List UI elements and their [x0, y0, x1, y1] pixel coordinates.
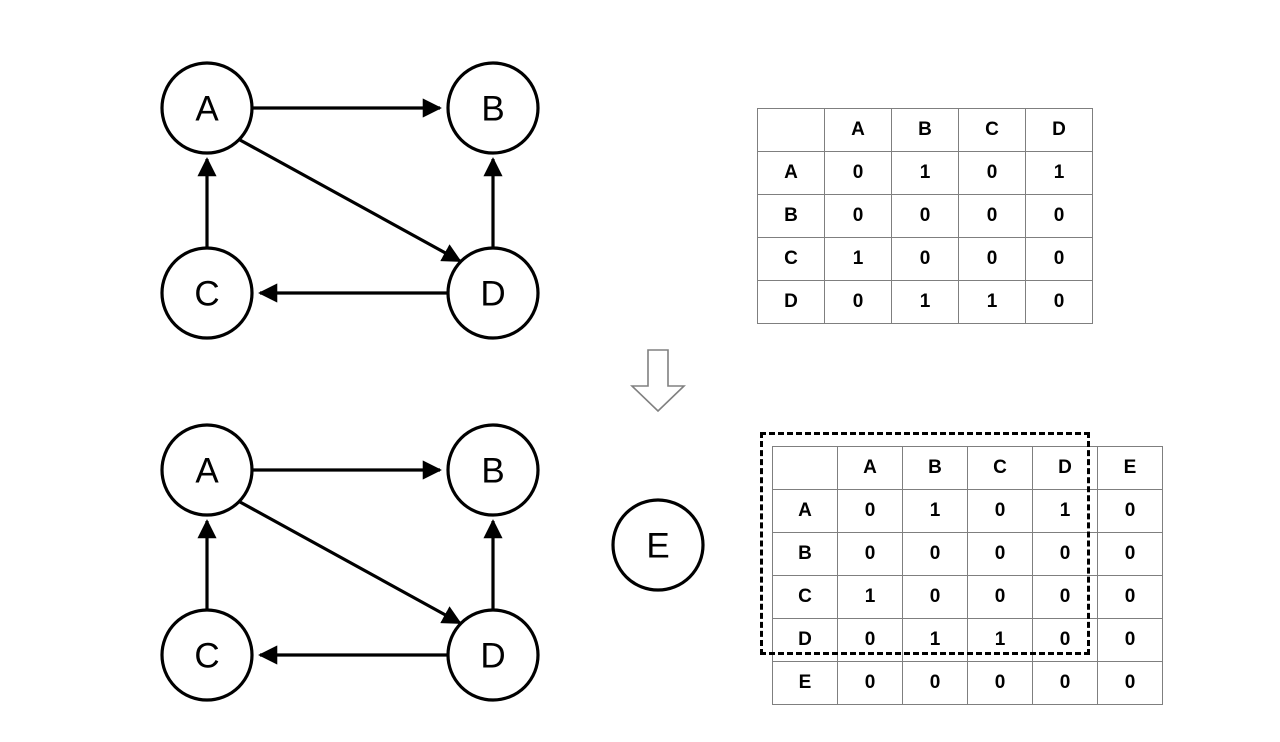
graph-node-b[interactable]: B — [446, 61, 540, 155]
matrix-corner-cell — [757, 108, 825, 152]
matrix-col-header-a: A — [837, 446, 903, 490]
flow-down-arrow-icon — [626, 348, 690, 414]
graph-node-c[interactable]: C — [160, 246, 254, 340]
graph-node-a-label: A — [195, 452, 219, 491]
matrix-cell-d-b: 1 — [902, 618, 968, 662]
matrix-cell-e-d: 0 — [1032, 661, 1098, 705]
matrix-row-header-b: B — [772, 532, 838, 576]
matrix-row-header-b: B — [757, 194, 825, 238]
matrix-cell-a-b: 1 — [902, 489, 968, 533]
matrix-cell-e-c: 0 — [967, 661, 1033, 705]
matrix-cell-c-e: 0 — [1097, 575, 1163, 619]
matrix-row: B 0 0 0 0 — [757, 194, 1093, 238]
matrix-cell-a-d: 1 — [1032, 489, 1098, 533]
matrix-row: A 0 1 0 1 0 — [772, 489, 1163, 533]
matrix-cell-c-b: 0 — [891, 237, 959, 281]
matrix-header-row: A B C D — [757, 108, 1093, 152]
matrix-col-header-d: D — [1032, 446, 1098, 490]
matrix-cell-d-d: 0 — [1025, 280, 1093, 324]
matrix-row-header-d: D — [772, 618, 838, 662]
matrix-cell-d-d: 0 — [1032, 618, 1098, 662]
matrix-cell-a-b: 1 — [891, 151, 959, 195]
matrix-col-header-b: B — [891, 108, 959, 152]
new-node-e-label: E — [646, 527, 669, 566]
matrix-row: B 0 0 0 0 0 — [772, 532, 1163, 576]
matrix-row: D 0 1 1 0 0 — [772, 618, 1163, 662]
matrix-cell-b-d: 0 — [1025, 194, 1093, 238]
matrix-cell-c-b: 0 — [902, 575, 968, 619]
edge-a-to-d — [239, 500, 462, 625]
matrix-header-row: A B C D E — [772, 446, 1163, 490]
matrix-col-header-e: E — [1097, 446, 1163, 490]
matrix-cell-c-a: 1 — [837, 575, 903, 619]
matrix-cell-d-a: 0 — [837, 618, 903, 662]
graph-node-d[interactable]: D — [446, 608, 540, 702]
matrix-cell-e-e: 0 — [1097, 661, 1163, 705]
matrix-row: C 1 0 0 0 — [757, 237, 1093, 281]
matrix-cell-d-b: 1 — [891, 280, 959, 324]
matrix-row-header-a: A — [772, 489, 838, 533]
matrix-cell-c-c: 0 — [967, 575, 1033, 619]
graph-node-b-label: B — [481, 90, 504, 129]
matrix-cell-c-d: 0 — [1032, 575, 1098, 619]
graph-node-c-label: C — [194, 637, 219, 676]
graph-node-d[interactable]: D — [446, 246, 540, 340]
graph-node-c-label: C — [194, 275, 219, 314]
matrix-cell-c-d: 0 — [1025, 237, 1093, 281]
graph-node-a-label: A — [195, 90, 219, 129]
adjacency-matrix-after: A B C D E A 0 1 0 1 0 B 0 0 0 0 0 — [772, 446, 1163, 705]
graph-node-b[interactable]: B — [446, 423, 540, 517]
matrix-row-header-a: A — [757, 151, 825, 195]
matrix-cell-a-d: 1 — [1025, 151, 1093, 195]
matrix-cell-a-c: 0 — [967, 489, 1033, 533]
matrix-cell-d-e: 0 — [1097, 618, 1163, 662]
original-graph: A B C D — [140, 40, 560, 380]
graph-node-c[interactable]: C — [160, 608, 254, 702]
matrix-cell-a-c: 0 — [958, 151, 1026, 195]
matrix-col-header-b: B — [902, 446, 968, 490]
graph-node-b-label: B — [481, 452, 504, 491]
matrix-row-header-c: C — [757, 237, 825, 281]
matrix-col-header-c: C — [967, 446, 1033, 490]
matrix-cell-b-c: 0 — [958, 194, 1026, 238]
matrix-cell-b-b: 0 — [891, 194, 959, 238]
matrix-col-header-d: D — [1025, 108, 1093, 152]
graph-node-d-label: D — [480, 275, 505, 314]
matrix-row-header-d: D — [757, 280, 825, 324]
adjacency-matrix-before: A B C D A 0 1 0 1 B 0 0 0 0 C 1 — [757, 108, 1093, 324]
matrix-cell-d-a: 0 — [824, 280, 892, 324]
graph-node-a[interactable]: A — [160, 61, 254, 155]
matrix-cell-d-c: 1 — [958, 280, 1026, 324]
matrix-cell-b-a: 0 — [824, 194, 892, 238]
matrix-cell-b-a: 0 — [837, 532, 903, 576]
matrix-row-header-c: C — [772, 575, 838, 619]
diagram-canvas: A B C D — [140, 40, 1163, 705]
matrix-row: D 0 1 1 0 — [757, 280, 1093, 324]
matrix-row-header-e: E — [772, 661, 838, 705]
updated-graph: A B C D — [140, 402, 560, 742]
matrix-row: A 0 1 0 1 — [757, 151, 1093, 195]
new-node-e[interactable]: E — [606, 493, 710, 597]
matrix-cell-d-c: 1 — [967, 618, 1033, 662]
graph-node-a[interactable]: A — [160, 423, 254, 517]
matrix-col-header-a: A — [824, 108, 892, 152]
matrix-cell-a-e: 0 — [1097, 489, 1163, 533]
matrix-cell-c-a: 1 — [824, 237, 892, 281]
graph-node-d-label: D — [480, 637, 505, 676]
matrix-col-header-c: C — [958, 108, 1026, 152]
matrix-cell-e-a: 0 — [837, 661, 903, 705]
matrix-cell-c-c: 0 — [958, 237, 1026, 281]
matrix-cell-b-d: 0 — [1032, 532, 1098, 576]
matrix-cell-e-b: 0 — [902, 661, 968, 705]
matrix-cell-a-a: 0 — [824, 151, 892, 195]
matrix-row: C 1 0 0 0 0 — [772, 575, 1163, 619]
matrix-cell-b-e: 0 — [1097, 532, 1163, 576]
matrix-row: E 0 0 0 0 0 — [772, 661, 1163, 705]
matrix-cell-b-c: 0 — [967, 532, 1033, 576]
edge-a-to-d — [239, 138, 462, 263]
matrix-cell-b-b: 0 — [902, 532, 968, 576]
matrix-corner-cell — [772, 446, 838, 490]
matrix-cell-a-a: 0 — [837, 489, 903, 533]
